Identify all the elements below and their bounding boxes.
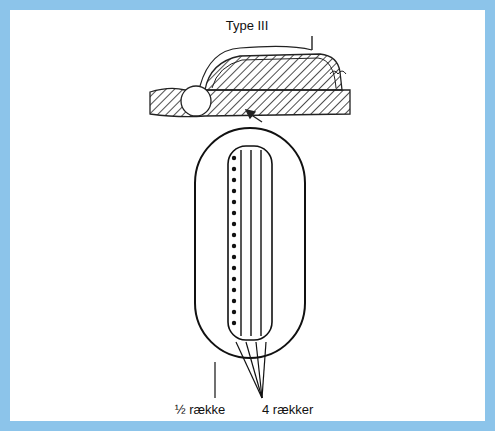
dot (232, 299, 236, 303)
dot (232, 167, 236, 171)
dot (232, 178, 236, 182)
dot (232, 266, 236, 270)
dot (232, 255, 236, 259)
figure-title: Type III (226, 19, 269, 33)
dot (232, 244, 236, 248)
dot (232, 321, 236, 325)
cross-section (150, 36, 350, 122)
dot (232, 277, 236, 281)
dot (232, 288, 236, 292)
dot (232, 211, 236, 215)
dot (232, 156, 236, 160)
tread-outline (195, 128, 305, 358)
dot (232, 222, 236, 226)
part-label: 4 rækker (262, 403, 313, 417)
leader-lines (215, 342, 266, 398)
part-label: ½ række (175, 403, 226, 417)
dot (232, 189, 236, 193)
half-row-dots (232, 156, 236, 325)
dot (232, 310, 236, 314)
dot (232, 233, 236, 237)
dot (232, 200, 236, 204)
